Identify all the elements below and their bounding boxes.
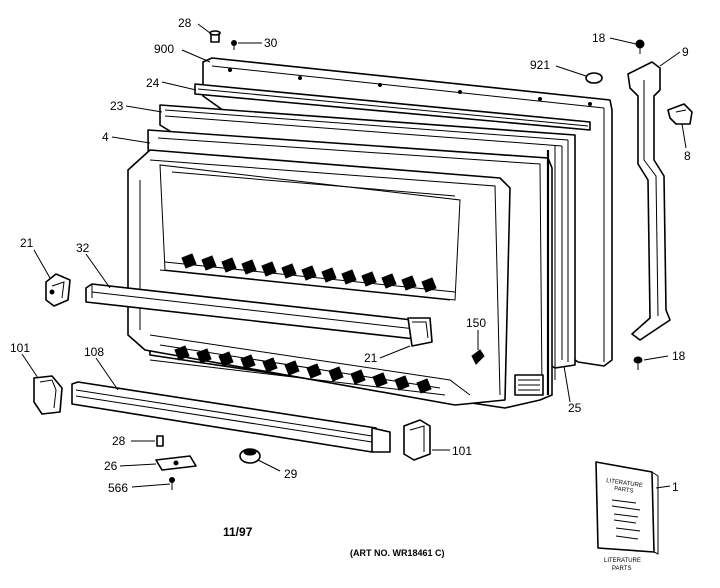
callout-4: 4	[102, 130, 109, 144]
booklet-cover-line2: PARTS	[614, 486, 634, 495]
screw-30	[231, 40, 237, 50]
callout-21-left: 21	[20, 236, 34, 250]
screw-566	[169, 477, 175, 490]
plug-28-top	[209, 30, 221, 43]
shelf-bracket-right	[407, 317, 433, 347]
screw-18-right	[633, 356, 643, 370]
shelf-bracket-left	[45, 273, 71, 307]
door-liner	[127, 129, 556, 409]
callout-921: 921	[530, 58, 550, 72]
callout-29: 29	[284, 467, 298, 481]
callout-23: 23	[110, 99, 124, 113]
callout-32: 32	[76, 241, 90, 255]
callout-labels: 28 30 900 24 23 4 18 9 921 8 21 32 150 2…	[10, 16, 691, 495]
callout-101-right: 101	[452, 444, 472, 458]
callout-1: 1	[672, 480, 679, 494]
booklet-caption-line1: LITERATURE	[604, 558, 641, 564]
callout-9: 9	[682, 45, 689, 59]
callout-30: 30	[264, 36, 278, 50]
foot-29	[239, 448, 261, 464]
callout-24: 24	[146, 76, 160, 90]
plug-28-low	[156, 435, 164, 447]
hinge-cap	[667, 103, 693, 125]
callout-18-right: 18	[672, 349, 686, 363]
callout-108: 108	[84, 345, 104, 359]
callout-26: 26	[104, 459, 118, 473]
footer-art-number: (ART NO. WR18461 C)	[350, 548, 445, 558]
callout-18-top: 18	[592, 31, 606, 45]
callout-8: 8	[684, 149, 691, 163]
hinge-strap	[627, 61, 671, 341]
booklet-cover-line1: LITERATURE	[606, 478, 643, 489]
leader-lines	[21, 23, 687, 489]
end-cap-left	[33, 375, 63, 415]
end-cap-right	[403, 419, 431, 461]
callout-28-low: 28	[112, 434, 126, 448]
callout-900: 900	[154, 42, 174, 56]
lower-shelf-ribs	[149, 345, 446, 396]
callout-101-left: 101	[10, 341, 30, 355]
callout-150: 150	[466, 316, 486, 330]
upper-shelf-ribs	[159, 253, 456, 301]
callout-21-mid: 21	[364, 351, 378, 365]
callout-25: 25	[568, 401, 582, 415]
part-150	[471, 349, 485, 365]
literature-booklet: LITERATURE PARTS LITERATURE PARTS	[595, 461, 659, 572]
bracket-26	[155, 455, 197, 471]
callout-566: 566	[108, 481, 128, 495]
footer-date: 11/97	[223, 525, 253, 539]
door-handle-trim	[194, 83, 591, 131]
bottom-trim	[71, 381, 391, 453]
booklet-caption-line2: PARTS	[612, 566, 631, 572]
plug-921	[585, 72, 603, 84]
screw-18-top	[635, 39, 645, 54]
callout-28-top: 28	[178, 16, 192, 30]
